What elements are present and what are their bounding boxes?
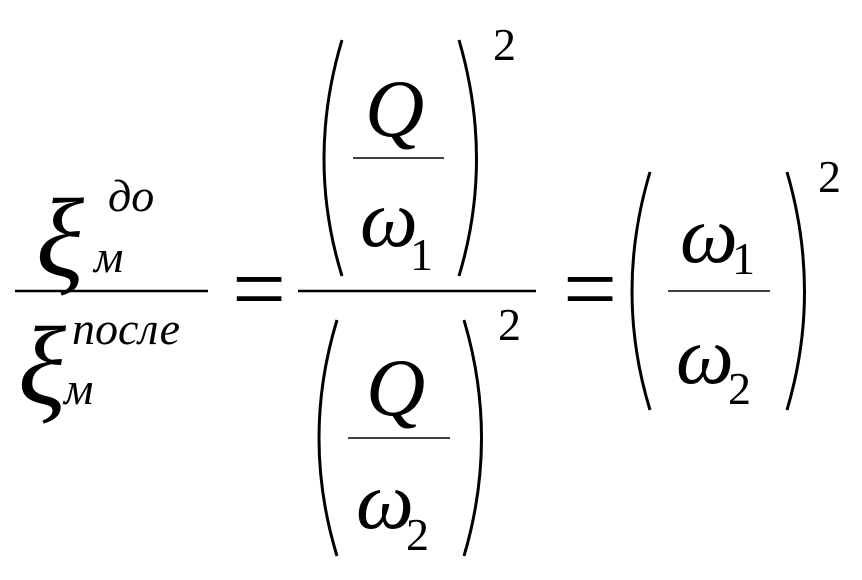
equals-sign-2: = — [563, 235, 617, 342]
xi-numerator-symbol: ξ — [36, 177, 84, 301]
numerator-power: 2 — [493, 19, 516, 70]
xi-denominator-subscript: м — [62, 363, 93, 414]
left-paren-icon — [630, 171, 652, 411]
q-denominator: Q — [366, 342, 425, 433]
left-paren-icon — [322, 39, 344, 277]
xi-denominator-superscript: после — [72, 303, 180, 354]
omega-2-subscript: 2 — [406, 509, 429, 560]
omega-1-symbol: ω — [360, 173, 418, 264]
left-fraction: ξ до м ξ после м — [15, 170, 208, 429]
omega-2-right-symbol: ω — [676, 310, 734, 401]
right-paren-icon — [785, 171, 806, 411]
xi-numerator-superscript: до — [108, 170, 154, 221]
q-numerator: Q — [365, 63, 424, 154]
left-paren-icon — [317, 319, 339, 557]
right-paren-icon — [457, 39, 478, 277]
right-paren-icon — [462, 319, 483, 557]
right-power: 2 — [818, 151, 841, 202]
omega-1-right-subscript: 1 — [732, 233, 755, 284]
right-fraction: ω 1 ω 2 2 — [630, 151, 841, 414]
omega-2-symbol: ω — [356, 455, 414, 546]
omega-1-right-symbol: ω — [680, 189, 738, 280]
equals-sign-1: = — [232, 235, 286, 342]
denominator-power: 2 — [498, 299, 521, 350]
middle-fraction: Q ω 1 2 Q ω 2 2 — [298, 19, 536, 560]
omega-2-right-subscript: 2 — [728, 363, 751, 414]
xi-denominator-symbol: ξ — [18, 305, 66, 429]
omega-1-subscript: 1 — [410, 229, 433, 280]
xi-numerator-subscript: м — [92, 231, 123, 282]
